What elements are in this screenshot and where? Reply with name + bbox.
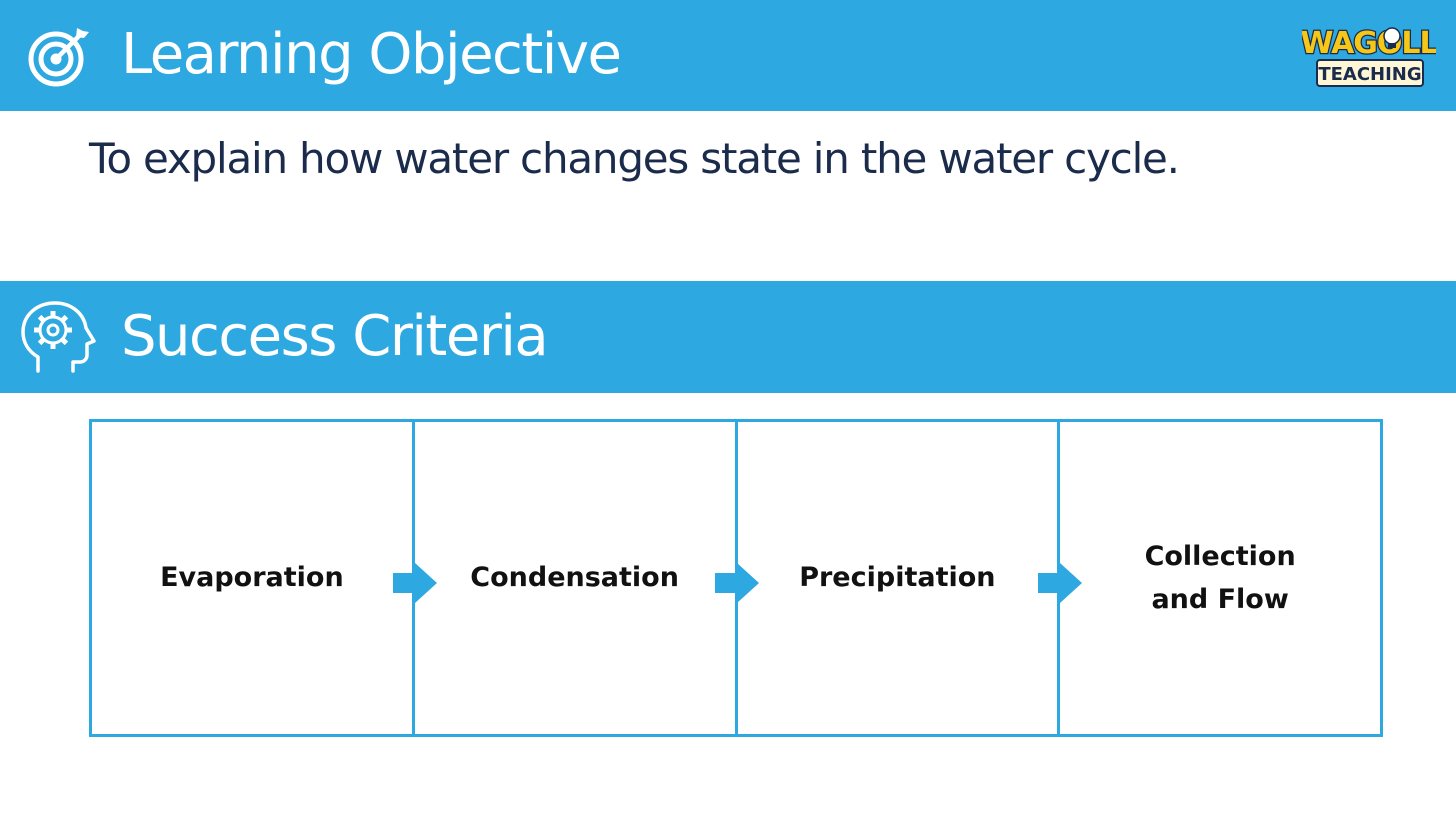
success-criteria-heading: Success Criteria bbox=[121, 304, 549, 369]
success-criteria-banner: Success Criteria bbox=[0, 281, 1456, 393]
arrow-right-icon bbox=[1038, 563, 1082, 603]
criteria-step-evaporation: Evaporation bbox=[92, 422, 415, 734]
target-icon bbox=[28, 28, 89, 87]
learning-objective-heading: Learning Objective bbox=[121, 22, 622, 87]
arrow-right-icon bbox=[393, 563, 437, 603]
wagoll-teaching-logo: WAGOLL TEACHING bbox=[1302, 25, 1436, 87]
criteria-step-condensation: Condensation bbox=[415, 422, 738, 734]
criteria-step-label-line2: and Flow bbox=[1151, 584, 1289, 615]
logo-badge bbox=[1316, 59, 1424, 87]
criteria-step-collection: Collection and Flow bbox=[1060, 422, 1380, 734]
head-gear-icon bbox=[21, 301, 96, 373]
criteria-step-precipitation: Precipitation bbox=[738, 422, 1061, 734]
lightbulb-icon bbox=[1383, 27, 1401, 48]
criteria-step-label: Condensation bbox=[470, 562, 679, 594]
logo-top-text: WAGOLL bbox=[1302, 26, 1436, 61]
arrow-right-icon bbox=[715, 563, 759, 603]
criteria-step-label-line1: Collection bbox=[1144, 540, 1296, 572]
learning-objective-banner: Learning Objective bbox=[0, 0, 1456, 111]
success-criteria-flow: Evaporation Condensation Precipitation C… bbox=[89, 419, 1383, 737]
criteria-step-label: Evaporation bbox=[160, 562, 344, 594]
logo-bottom-text: TEACHING bbox=[1318, 64, 1421, 85]
criteria-step-label: Precipitation bbox=[799, 562, 996, 594]
learning-objective-text: To explain how water changes state in th… bbox=[89, 134, 1180, 183]
